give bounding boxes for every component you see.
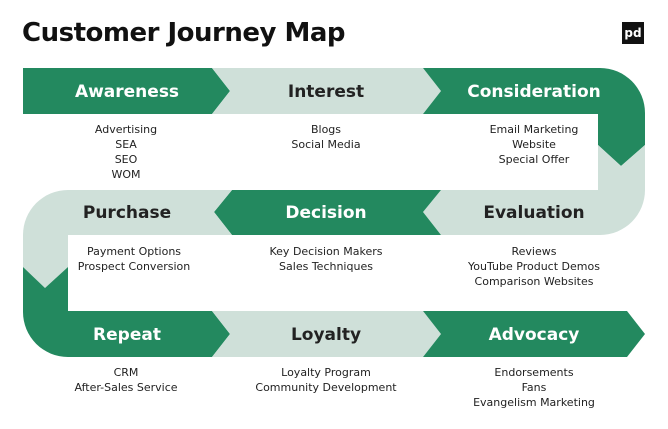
list-item: Website — [512, 138, 556, 151]
chevron-awareness — [23, 68, 230, 114]
list-item: Loyalty Program — [281, 366, 371, 379]
stage-label-interest: Interest — [287, 82, 365, 102]
chevron-purchase — [68, 190, 232, 235]
page-title: Customer Journey Map — [22, 18, 346, 48]
stage-label-repeat: Repeat — [93, 325, 161, 345]
brand-logo: pd — [622, 22, 644, 44]
list-item: WOM — [111, 168, 141, 181]
items-decision: Key Decision Makers Sales Techniques — [231, 244, 421, 274]
list-item: Payment Options — [86, 245, 182, 258]
items-evaluation: Reviews YouTube Product Demos Comparison… — [439, 244, 629, 289]
list-item: Blogs — [310, 123, 342, 136]
items-loyalty: Loyalty Program Community Development — [231, 365, 421, 395]
stage-label-awareness: Awareness — [74, 82, 180, 102]
chevron-evaluation — [423, 190, 600, 235]
left-turn-dark — [23, 267, 68, 357]
items-awareness: Advertising SEA SEO WOM — [31, 122, 221, 182]
list-item: Special Offer — [498, 153, 570, 166]
chevron-consideration — [423, 68, 600, 114]
list-item: Key Decision Makers — [269, 245, 383, 258]
right-turn-light — [598, 145, 645, 235]
chevron-repeat — [68, 311, 230, 357]
chevron-advocacy — [423, 311, 645, 357]
list-item: SEO — [114, 153, 138, 166]
list-item: Community Development — [255, 381, 397, 394]
list-item: YouTube Product Demos — [468, 260, 600, 273]
stage-label-consideration: Consideration — [467, 82, 601, 102]
chevron-interest — [212, 68, 441, 114]
list-item: After-Sales Service — [74, 381, 178, 394]
list-item: Email Marketing — [489, 123, 579, 136]
list-item: Prospect Conversion — [77, 260, 191, 273]
list-item: Reviews — [511, 245, 557, 258]
list-item: Evangelism Marketing — [473, 396, 595, 409]
list-item: Sales Techniques — [279, 260, 373, 273]
items-advocacy: Endorsements Fans Evangelism Marketing — [439, 365, 629, 410]
items-interest: Blogs Social Media — [231, 122, 421, 152]
list-item: Fans — [521, 381, 547, 394]
items-purchase: Payment Options Prospect Conversion — [39, 244, 229, 274]
list-item: CRM — [113, 366, 139, 379]
list-item: Social Media — [291, 138, 361, 151]
chevron-loyalty — [212, 311, 441, 357]
right-turn-dark — [598, 68, 645, 166]
list-item: Endorsements — [494, 366, 574, 379]
stage-label-purchase: Purchase — [82, 203, 172, 223]
list-item: Advertising — [94, 123, 158, 136]
stage-label-evaluation: Evaluation — [483, 203, 585, 223]
stage-label-loyalty: Loyalty — [290, 325, 362, 345]
left-turn-light — [23, 190, 68, 288]
list-item: Comparison Websites — [474, 275, 594, 288]
list-item: SEA — [115, 138, 137, 151]
items-repeat: CRM After-Sales Service — [31, 365, 221, 395]
stage-label-advocacy: Advocacy — [488, 325, 580, 345]
items-consideration: Email Marketing Website Special Offer — [439, 122, 629, 167]
chevron-decision — [214, 190, 441, 235]
stage-label-decision: Decision — [285, 203, 367, 223]
